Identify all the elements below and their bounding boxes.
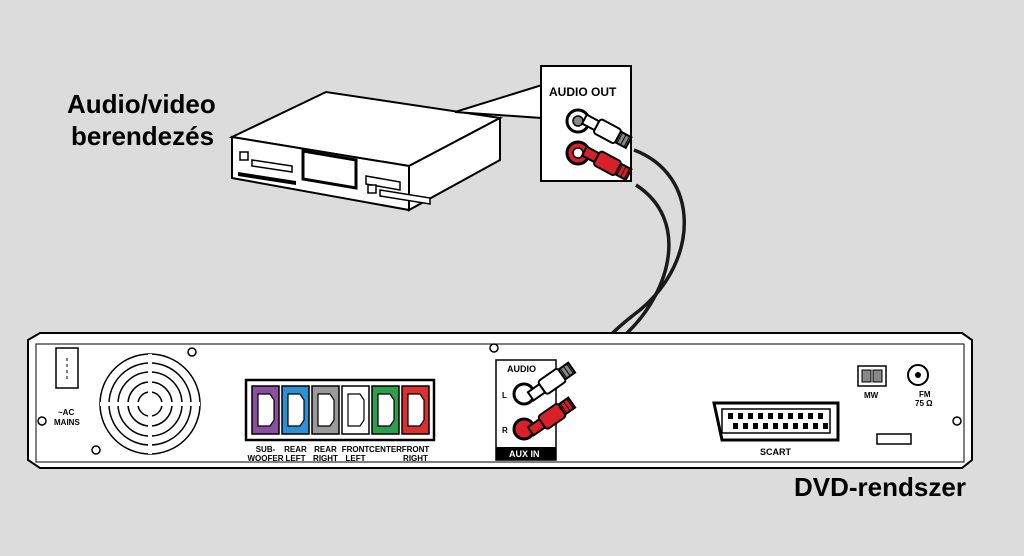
scart-pin — [813, 423, 818, 429]
speaker-label-line2: WOOFER — [248, 454, 284, 463]
source-device-label-line1: Audio/video — [67, 89, 216, 119]
aux-in-label: AUX IN — [509, 449, 540, 459]
scart-pin — [783, 423, 788, 429]
speaker-terminal — [311, 385, 340, 435]
scart-pin — [808, 413, 813, 419]
mw-label: MW — [864, 391, 879, 400]
scart-pin — [748, 413, 753, 419]
speaker-terminal — [251, 385, 280, 435]
speaker-label-line2: LEFT — [346, 454, 366, 463]
scart-pin — [803, 423, 808, 429]
scart-pin — [798, 413, 803, 419]
scart-pin — [743, 423, 748, 429]
speaker-label-line2: LEFT — [286, 454, 306, 463]
scart-pin — [763, 423, 768, 429]
aux-r-label: R — [502, 426, 508, 435]
dvd-system-label: DVD-rendszer — [794, 472, 966, 502]
speaker-terminal — [401, 385, 430, 435]
speaker-label-line2: RIGHT — [313, 454, 338, 463]
plug-red-bottom — [526, 396, 577, 437]
scart-pin — [733, 423, 738, 429]
scart-pin — [793, 423, 798, 429]
fan-grille — [99, 353, 201, 455]
ac-mains-socket — [55, 347, 79, 389]
scart-pin — [728, 413, 733, 419]
scart-pin — [768, 413, 773, 419]
plug-red-top — [580, 145, 633, 182]
scart-pin — [738, 413, 743, 419]
aux-audio-label: AUDIO — [507, 364, 536, 374]
scart-pin — [778, 413, 783, 419]
scart-pin — [773, 423, 778, 429]
fm-label-2: 75 Ω — [915, 399, 933, 408]
speaker-label-line1: REAR — [284, 445, 307, 454]
scart-pin — [753, 423, 758, 429]
scart-pin — [758, 413, 763, 419]
source-device-label-line2: berendezés — [71, 121, 214, 151]
scart-label: SCART — [760, 447, 792, 457]
plug-white-top — [580, 113, 633, 150]
dvd-rear-panel: ~AC MAINS AUDIO L R AUX IN SCART — [27, 332, 973, 469]
speaker-label-line1: CENTER — [369, 445, 402, 454]
speaker-label-line1: FRONT — [402, 445, 430, 454]
speaker-label-line1: REAR — [314, 445, 337, 454]
speaker-label-line1: FRONT — [342, 445, 370, 454]
ac-mains-label-2: MAINS — [54, 418, 80, 427]
speaker-terminal — [281, 385, 310, 435]
scart-pin — [818, 413, 823, 419]
scart-pins — [728, 413, 828, 429]
aux-l-label: L — [502, 391, 507, 400]
scart-pin — [823, 423, 828, 429]
audio-out-label: AUDIO OUT — [549, 85, 617, 99]
av-device — [228, 90, 504, 212]
speaker-label-line2: RIGHT — [403, 454, 428, 463]
plug-white-bottom — [526, 361, 577, 402]
speaker-terminal — [341, 385, 370, 435]
speaker-terminal — [371, 385, 400, 435]
ac-mains-label-1: ~AC — [58, 408, 74, 417]
speaker-label-line1: SUB- — [256, 445, 276, 454]
scart-pin — [788, 413, 793, 419]
speaker-terminals — [251, 385, 430, 435]
fm-label-1: FM — [919, 390, 931, 399]
